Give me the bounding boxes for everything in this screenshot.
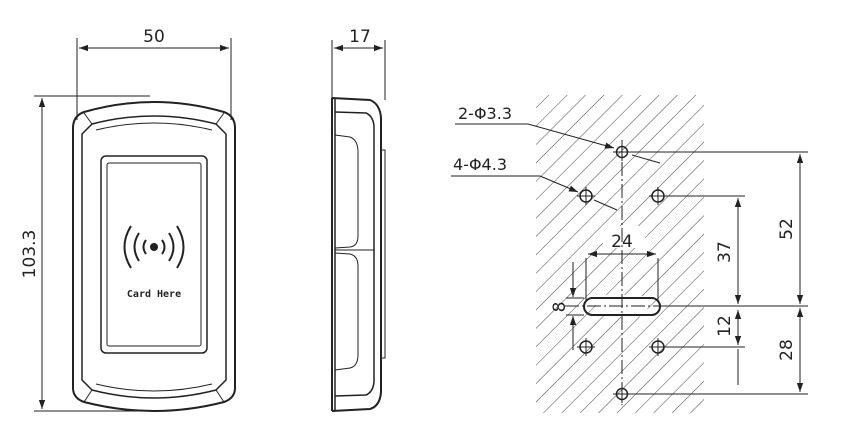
large-holes-callout: 4-Φ4.3 [453, 155, 507, 174]
large-hole-bottom-left [577, 338, 595, 356]
dim-8-label: 8 [550, 302, 570, 313]
card-window [100, 155, 208, 354]
side-view: 17 [331, 27, 386, 412]
large-hole-top-left [577, 187, 595, 205]
small-hole-bottom [613, 385, 631, 403]
large-hole-bottom-right [649, 338, 667, 356]
depth-dimension-label: 17 [349, 27, 371, 47]
dim-12-label: 12 [715, 315, 735, 337]
reader-body-outline [72, 101, 236, 412]
large-hole-top-right [649, 187, 667, 205]
dim-28-label: 28 [777, 339, 797, 361]
card-here-label: Card Here [127, 289, 181, 300]
rfid-wave-icon [123, 225, 185, 269]
reader-bevel [81, 115, 227, 399]
dim-52-label: 52 [777, 218, 797, 240]
height-dimension-label: 103.3 [20, 230, 40, 279]
dim-24-label: 24 [611, 232, 633, 252]
front-view: 50 103.3 Card Here [20, 27, 236, 412]
small-holes-callout: 2-Φ3.3 [458, 104, 512, 123]
width-dimension-label: 50 [143, 27, 165, 47]
mounting-view: 24 8 37 12 52 28 2-Φ3.3 [451, 95, 808, 413]
dim-37-label: 37 [715, 241, 735, 263]
small-hole-top [613, 143, 631, 161]
